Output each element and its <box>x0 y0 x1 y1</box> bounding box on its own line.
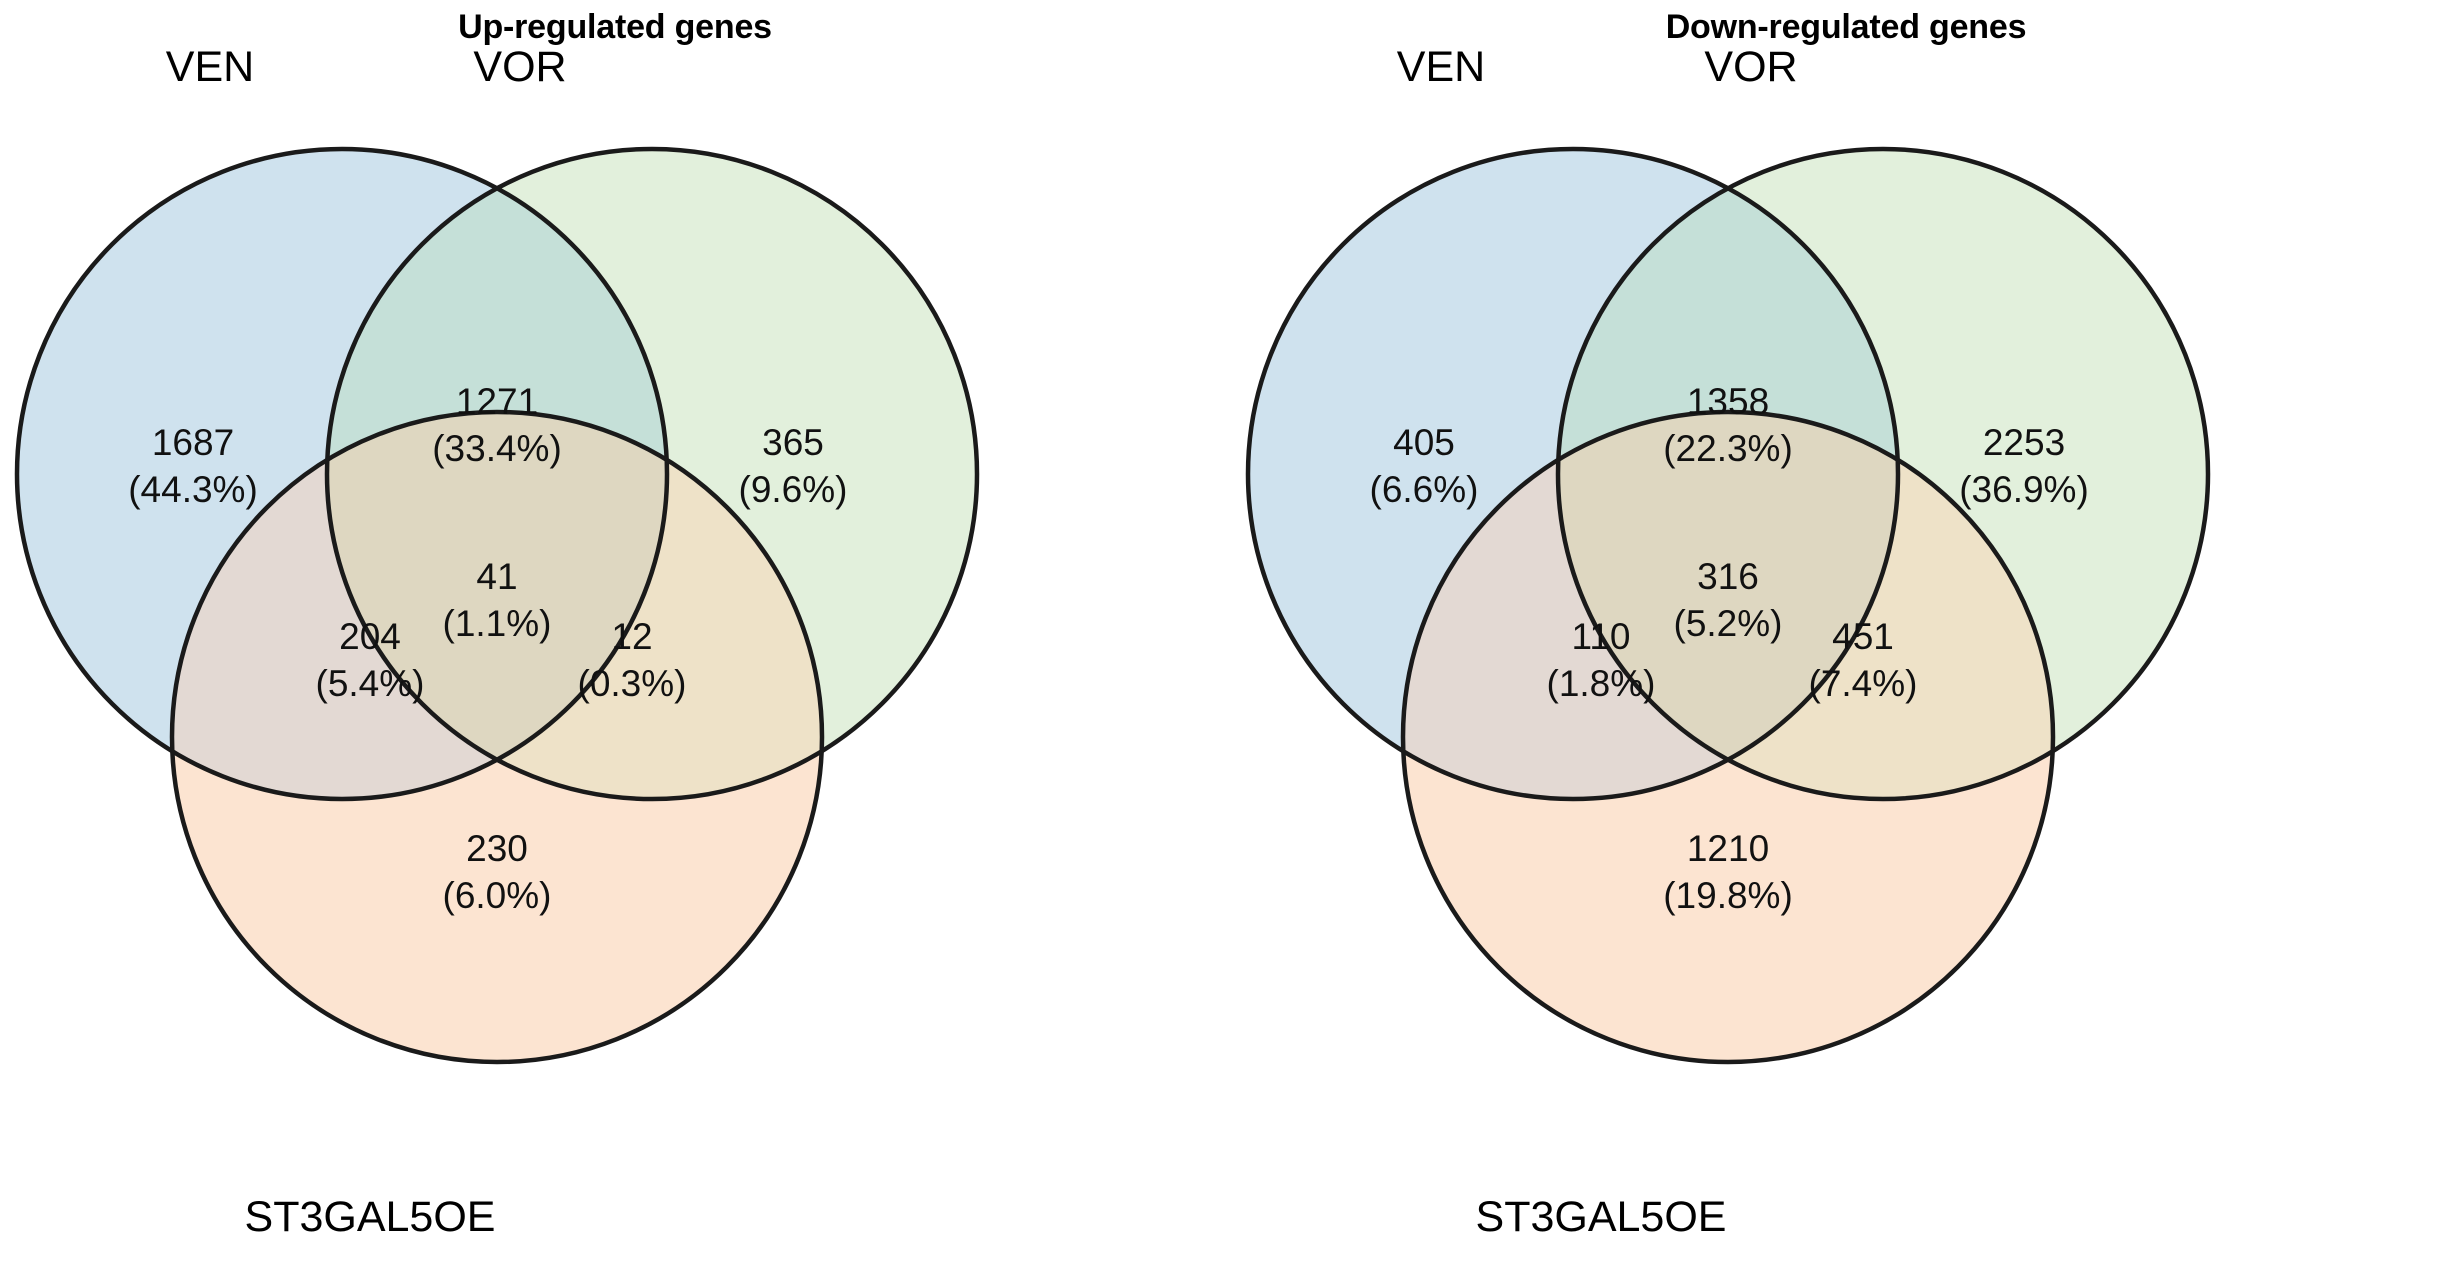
panel-title-down: Down-regulated genes <box>1665 8 2027 46</box>
circle-outline-st3gal5oe-down <box>1400 409 2056 1065</box>
set-label-st3gal5oe-down: ST3GAL5OE <box>1475 1193 1727 1241</box>
set-label-ven-down: VEN <box>1396 43 1486 91</box>
circle-outline-ven-up <box>14 146 670 802</box>
circle-outline-vor-up <box>324 146 980 802</box>
panel-title-up: Up-regulated genes <box>458 8 772 46</box>
panel-up-regulated: Up-regulated genes VEN VOR ST3GAL5OE <box>0 0 1230 1284</box>
set-label-ven-up: VEN <box>165 43 255 91</box>
set-label-vor-up: VOR <box>473 43 567 91</box>
venn-circles-up <box>14 146 980 1065</box>
circle-outline-st3gal5oe-up <box>169 409 825 1065</box>
circle-outline-vor-down <box>1555 146 2211 802</box>
set-label-vor-down: VOR <box>1704 43 1798 91</box>
circle-outline-ven-down <box>1245 146 1901 802</box>
panel-down-regulated: Down-regulated genes VEN VOR ST3GAL5OE <box>1231 0 2461 1284</box>
set-label-st3gal5oe-up: ST3GAL5OE <box>244 1193 496 1241</box>
venn-circles-down <box>1245 146 2211 1065</box>
